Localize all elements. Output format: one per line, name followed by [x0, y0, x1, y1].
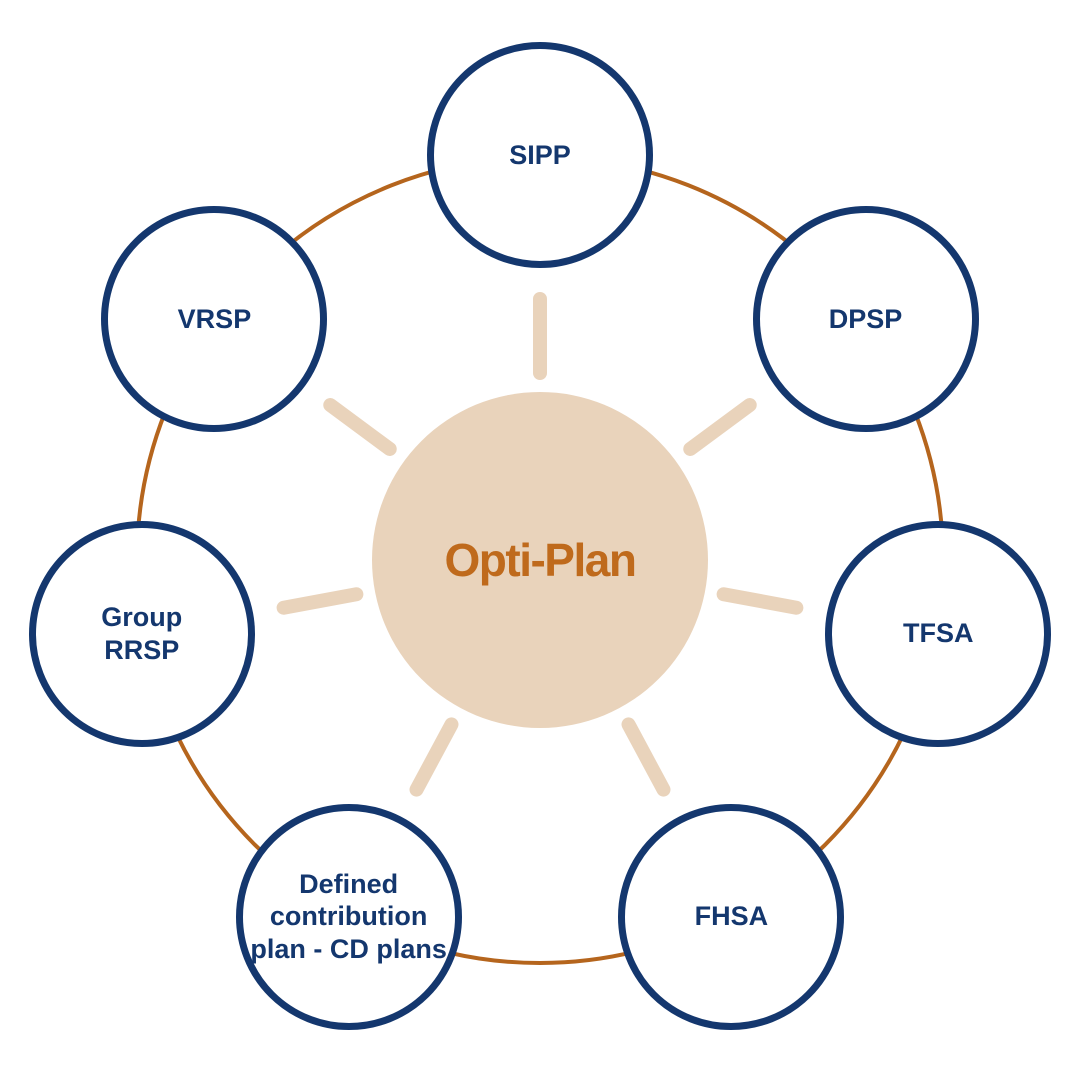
node-label: VRSP [177, 303, 252, 334]
hub-circle: Opti-Plan [372, 392, 708, 728]
node-vrsp: VRSP [101, 206, 328, 433]
node-fhsa: FHSA [618, 803, 845, 1030]
node-label: SIPP [509, 139, 571, 170]
node-label: Defined contribution plan - CD plans [250, 868, 447, 965]
node-group-rrsp: Group RRSP [28, 520, 255, 747]
node-tfsa: TFSA [825, 520, 1052, 747]
node-label: TFSA [902, 618, 974, 649]
spoke-sipp [533, 292, 547, 380]
node-dpsp: DPSP [752, 206, 979, 433]
node-sipp: SIPP [427, 42, 653, 268]
node-dc-plans: Defined contribution plan - CD plans [235, 803, 462, 1030]
node-label: DPSP [828, 303, 903, 334]
node-label: FHSA [694, 901, 769, 932]
node-label: Group RRSP [101, 601, 183, 665]
hub-label: Opti-Plan [444, 534, 637, 586]
